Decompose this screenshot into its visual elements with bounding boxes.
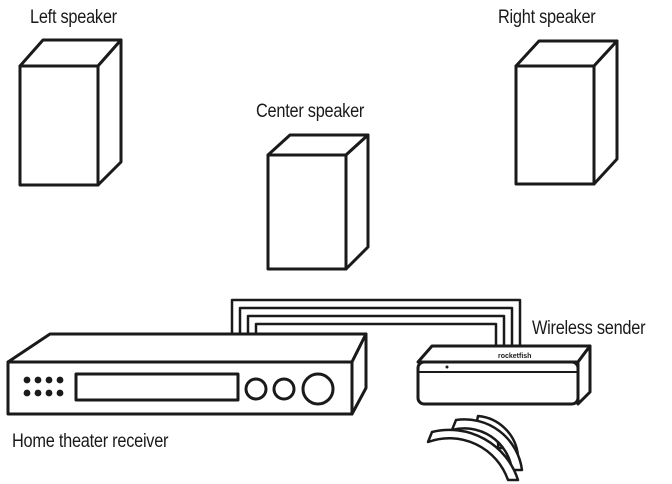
- right-speaker: [514, 39, 619, 186]
- receiver-knob: [272, 377, 296, 401]
- home-theater-receiver: [6, 332, 368, 416]
- sender-brand-logo: rocketfish: [498, 353, 531, 360]
- receiver-display: [74, 372, 240, 402]
- wireless-sender-label: Wireless sender: [532, 318, 646, 339]
- wireless-sender: rocketfish: [416, 344, 592, 406]
- receiver-knob: [244, 377, 268, 401]
- left-speaker: [18, 38, 123, 187]
- home-theater-receiver-label: Home theater receiver: [12, 431, 169, 452]
- center-speaker-label: Center speaker: [256, 101, 365, 122]
- receiver-volume-knob: [301, 372, 335, 406]
- right-speaker-label: Right speaker: [498, 7, 596, 28]
- center-speaker: [266, 133, 370, 271]
- wireless-signal-icon: [426, 414, 524, 482]
- receiver-buttons: [23, 376, 64, 397]
- left-speaker-label: Left speaker: [30, 7, 117, 28]
